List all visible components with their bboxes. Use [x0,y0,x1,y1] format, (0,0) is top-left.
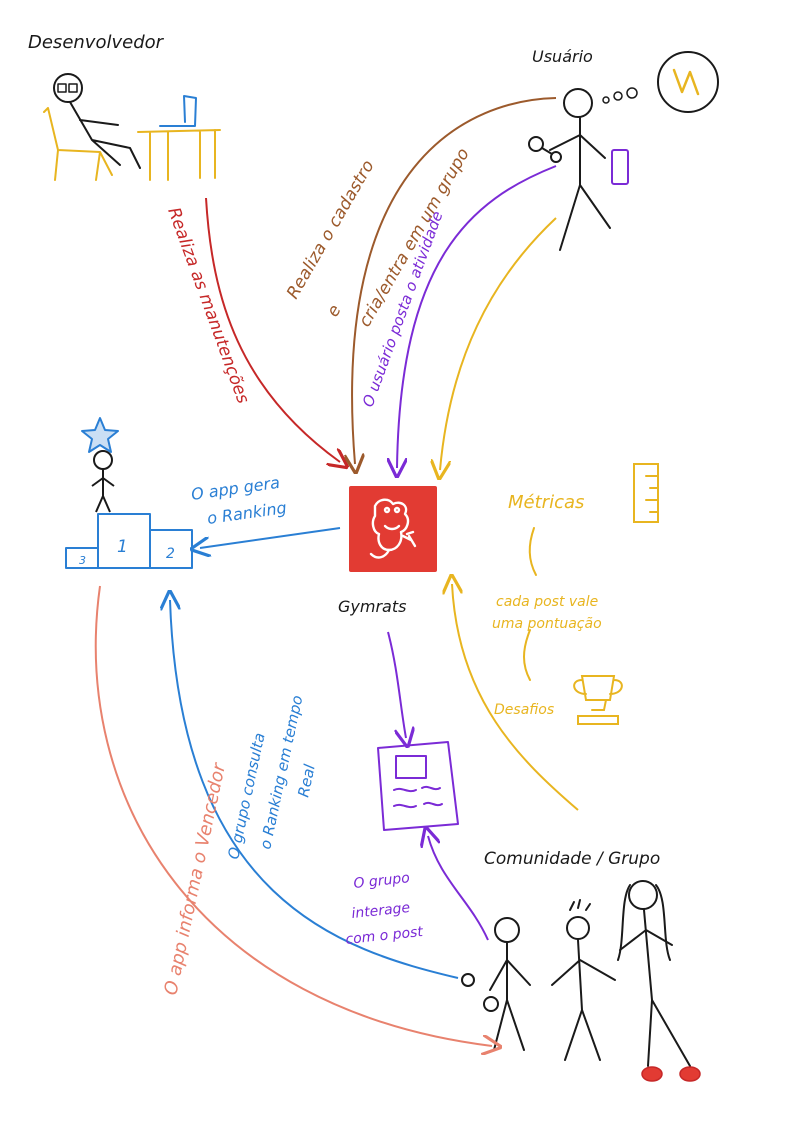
arrow-user-gold [440,217,557,470]
user-label: Usuário [532,47,593,66]
arrow-user-post [397,165,557,468]
app-name-label: Gymrats [338,597,406,616]
podium-first: 1 [117,537,128,557]
podium-drawing [65,417,193,569]
rat-icon [369,498,417,559]
arrow-app-ranking [200,527,341,548]
gymrats-app-icon [349,486,437,572]
label-user-register-2: e [323,301,346,320]
arrow-dev-maintenance [205,197,340,462]
label-user-register-1: Realiza o cadastro [283,157,379,303]
arrow-user-register [352,97,557,464]
podium-second: 2 [166,546,175,562]
arrow-app-post [387,631,406,738]
arrow-group-query [170,600,459,979]
challenges-label: Desafios [494,702,554,718]
label-group-query-3: Real [294,762,319,799]
metrics-label: Métricas [508,492,584,513]
metrics-note-line2: uma pontuação [492,616,602,632]
metrics-note-line1: cada post vale [496,594,598,610]
arrow-app-informs [94,585,492,1046]
label-group-interact-2: interage [351,900,411,922]
community-shoes [641,1066,701,1082]
community-label: Comunidade / Grupo [484,849,660,869]
user-drawing [528,51,719,251]
label-group-interact-1: O grupo [353,870,411,892]
label-app-ranking-2: o Ranking [206,498,288,528]
arrow-group-interact [428,836,489,941]
metrics-drawing [523,463,659,725]
developer-drawing [43,73,221,181]
podium-third: 3 [79,554,86,567]
label-group-interact-3: com o post [345,924,424,948]
post-drawing [377,741,459,831]
label-app-ranking-1: O app gera [190,473,281,504]
arrow-community-gold [452,584,579,811]
label-dev-maintenance: Realiza as manutenções [163,205,253,407]
developer-label: Desenvolvedor [28,32,165,53]
community-drawing [461,880,691,1067]
